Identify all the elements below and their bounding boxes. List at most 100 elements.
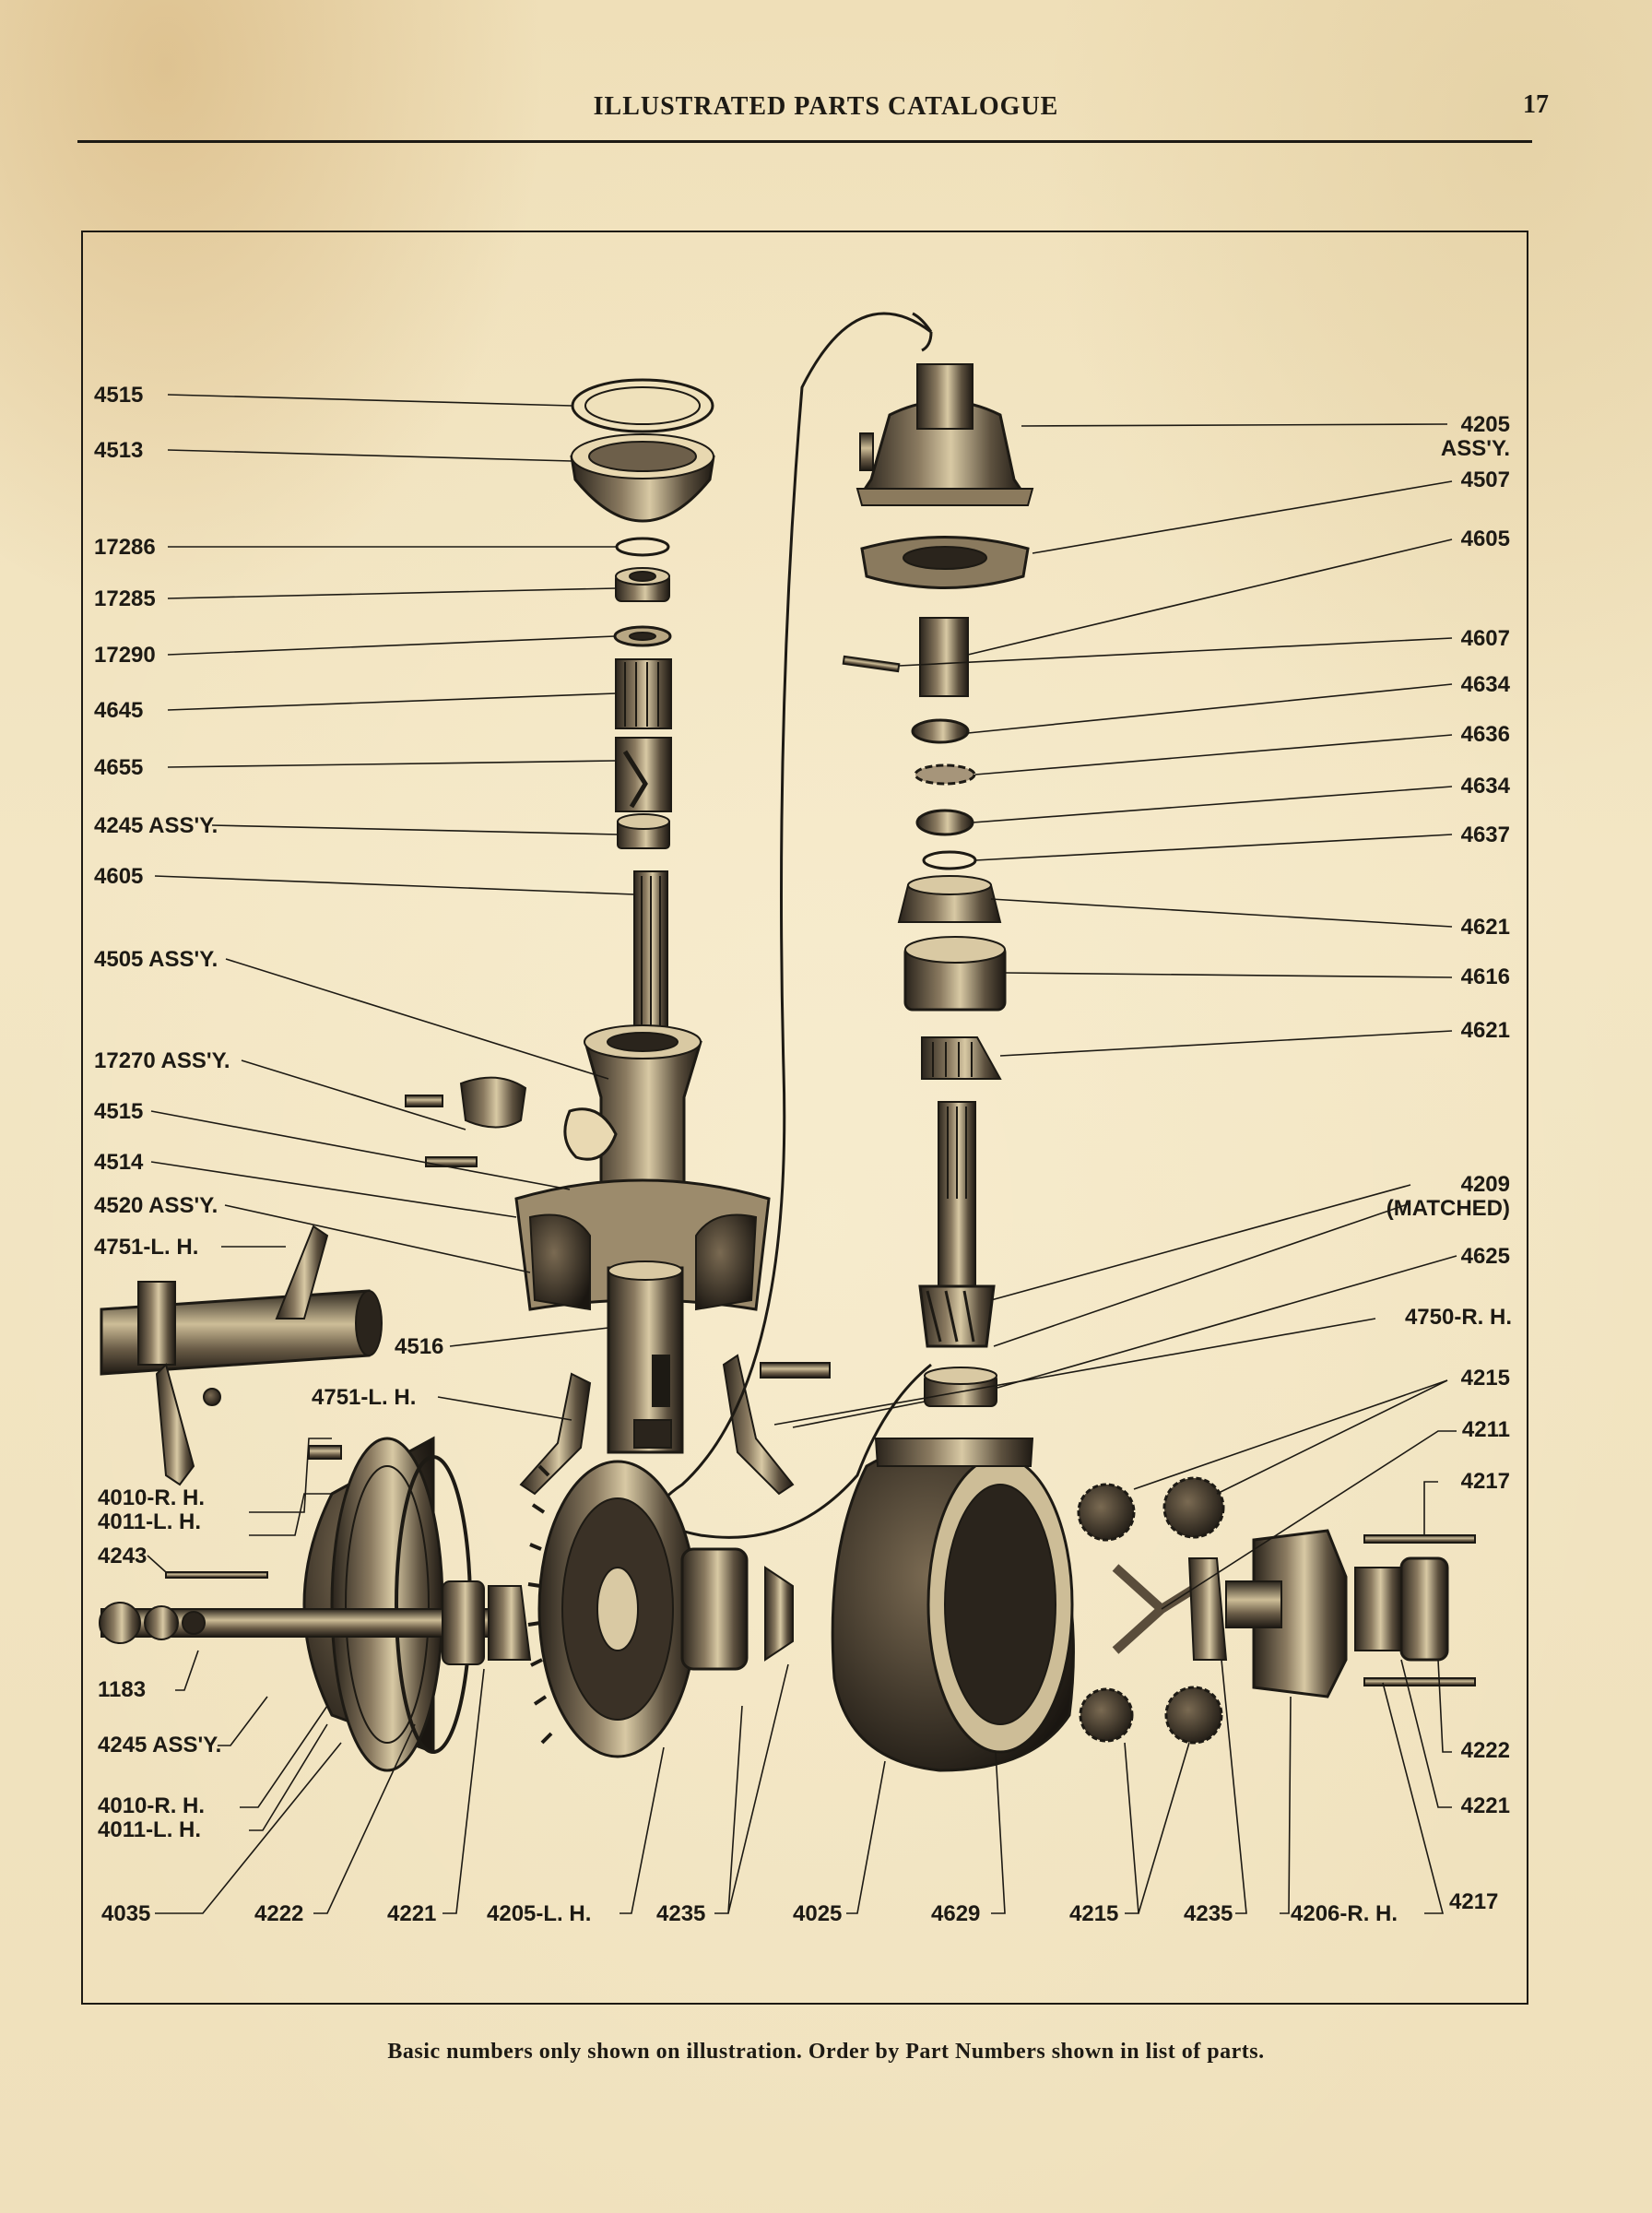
part-label-4209-matched: 4209 (MATCHED) <box>1386 1172 1510 1221</box>
illustration-frame <box>81 231 1528 2005</box>
part-spacer-4605 <box>919 617 969 697</box>
part-torque-tube-4751 <box>100 1225 383 1486</box>
part-label-4607: 4607 <box>1460 626 1510 651</box>
part-label-4655: 4655 <box>94 755 144 780</box>
part-label-4625: 4625 <box>1460 1244 1510 1269</box>
part-roller-bearing-4645 <box>615 658 672 729</box>
part-bearing-cap-4513 <box>570 433 715 523</box>
part-carrier-4206-rh <box>1225 1529 1348 1698</box>
part-label-17290: 17290 <box>94 643 156 668</box>
part-label-4010-4011-upper: 4010-R. H. 4011-L. H. <box>98 1485 206 1534</box>
part-bearing-17285 <box>615 567 670 602</box>
part-pin-4243 <box>165 1571 268 1579</box>
part-pin-4607 <box>842 655 901 673</box>
part-label-4245-assy-top: 4245 ASS'Y. <box>94 813 218 838</box>
part-sleeve-4655 <box>615 737 672 812</box>
part-label-17286: 17286 <box>94 535 156 560</box>
part-label-4215-bottom: 4215 <box>1069 1901 1119 1926</box>
part-bearing-4222-left <box>442 1580 485 1665</box>
part-label-4605-left: 4605 <box>94 864 144 889</box>
part-washer-17290 <box>613 625 672 647</box>
part-bolts-4217 <box>1363 1534 1476 1686</box>
part-label-4217-top: 4217 <box>1460 1469 1510 1494</box>
part-label-4243: 4243 <box>98 1544 148 1568</box>
part-label-4205-assy: 4205 ASS'Y. <box>1440 412 1510 461</box>
part-label-4217-bottom: 4217 <box>1449 1889 1499 1914</box>
part-snap-ring-17286 <box>615 537 670 557</box>
part-label-4205-lh: 4205-L. H. <box>487 1901 592 1926</box>
part-label-4025: 4025 <box>793 1901 843 1926</box>
part-axle-shaft-1183 <box>99 1602 508 1644</box>
part-label-4215-top: 4215 <box>1460 1366 1510 1391</box>
part-label-4637: 4637 <box>1460 822 1510 847</box>
part-bearing-cup-4616 <box>903 936 1007 1012</box>
part-label-4222-right: 4222 <box>1460 1738 1510 1763</box>
part-label-4221-right: 4221 <box>1460 1793 1510 1818</box>
part-label-4507: 4507 <box>1460 467 1510 492</box>
part-label-4514: 4514 <box>94 1150 144 1175</box>
part-hanger-right-4750 <box>722 1354 831 1496</box>
part-label-4010-4011-lower: 4010-R. H. 4011-L. H. <box>98 1793 206 1842</box>
part-label-4634-upper: 4634 <box>1460 672 1510 697</box>
part-axle-housing-4010 <box>302 1436 444 1772</box>
part-label-4206-rh: 4206-R. H. <box>1291 1901 1398 1926</box>
part-ring-gear-4205-lh <box>527 1460 698 1758</box>
part-label-4245-assy-bottom: 4245 ASS'Y. <box>98 1733 222 1757</box>
part-label-4221-bottom: 4221 <box>387 1901 437 1926</box>
part-bearing-cone-4221-left <box>488 1585 532 1661</box>
assembly-arrow <box>656 312 932 1539</box>
part-label-4211: 4211 <box>1461 1417 1510 1442</box>
part-label-4515-mid: 4515 <box>94 1099 144 1124</box>
part-label-4520-assy: 4520 ASS'Y. <box>94 1193 218 1218</box>
part-spacer-4625 <box>924 1367 997 1407</box>
part-label-4515-top: 4515 <box>94 383 144 408</box>
part-differential-gear-4235-right <box>1187 1557 1228 1661</box>
part-pinion-housing-4205-assy <box>856 363 1034 506</box>
part-bearing-4222-right <box>1399 1556 1449 1662</box>
part-lever-17270 <box>405 1076 527 1167</box>
part-label-4605-right: 4605 <box>1460 527 1510 551</box>
part-bearing-cone-4621-a <box>897 875 1002 923</box>
part-label-4616: 4616 <box>1460 964 1510 989</box>
part-spider-4211 <box>1112 1564 1201 1654</box>
part-nut-4634-b <box>915 809 974 836</box>
part-hanger-left-4751 <box>519 1372 592 1496</box>
part-label-4645: 4645 <box>94 698 144 723</box>
part-label-4222-bottom: 4222 <box>254 1901 304 1926</box>
part-bearing-cone-4621-b <box>921 1036 1002 1080</box>
part-label-17270-assy: 17270 ASS'Y. <box>94 1048 230 1073</box>
footer-note: Basic numbers only shown on illustration… <box>387 2040 1265 2064</box>
part-label-17285: 17285 <box>94 586 156 611</box>
part-differential-case-4025 <box>831 1438 1075 1772</box>
part-label-4621-lower: 4621 <box>1460 1018 1510 1043</box>
part-label-4751-lh-upper: 4751-L. H. <box>94 1235 199 1260</box>
part-case-4516 <box>607 1260 684 1454</box>
part-gasket-4515-top <box>571 378 714 433</box>
part-label-4035: 4035 <box>101 1901 151 1926</box>
header-divider <box>77 140 1532 143</box>
part-differential-gear-4235-left <box>680 1547 794 1671</box>
page-title: ILLUSTRATED PARTS CATALOGUE <box>593 92 1059 121</box>
part-label-4751-lh-lower: 4751-L. H. <box>312 1385 417 1410</box>
part-pinion-gears-4215 <box>1077 1476 1225 1745</box>
part-label-4629: 4629 <box>931 1901 981 1926</box>
page-number: 17 <box>1523 90 1549 119</box>
part-label-4621-upper: 4621 <box>1460 915 1510 940</box>
part-nut-4634-a <box>911 718 970 744</box>
part-flange-4514 <box>514 1178 771 1311</box>
part-label-4516: 4516 <box>395 1334 444 1359</box>
part-gasket-4515-mid <box>563 1107 618 1161</box>
part-bearing-4245 <box>617 813 670 849</box>
part-label-1183: 1183 <box>98 1677 147 1702</box>
part-lock-washer-4636 <box>914 763 976 786</box>
part-gasket-4507 <box>860 536 1030 589</box>
part-label-4505-assy: 4505 ASS'Y. <box>94 947 218 972</box>
part-label-4235-right: 4235 <box>1184 1901 1233 1926</box>
part-washer-4637 <box>922 850 977 870</box>
part-label-4634-lower: 4634 <box>1460 774 1510 799</box>
part-label-4235-left: 4235 <box>656 1901 706 1926</box>
part-label-4750-rh: 4750-R. H. <box>1404 1305 1512 1330</box>
part-pinion-shaft-4209 <box>918 1101 996 1348</box>
